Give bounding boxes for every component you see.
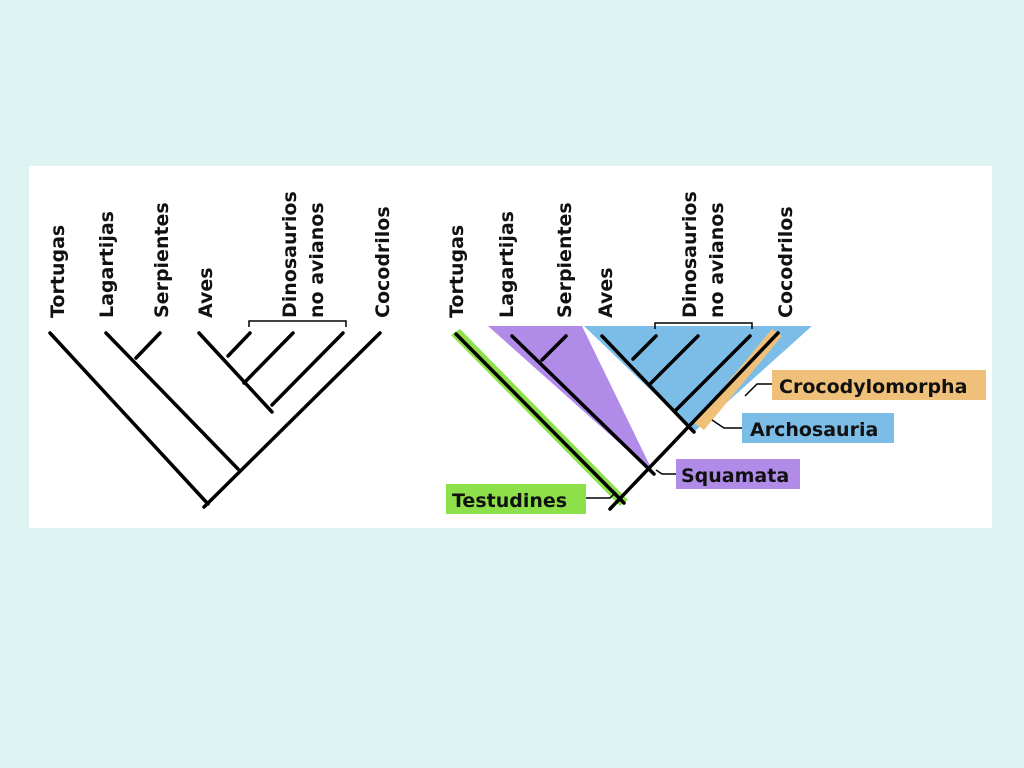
right-cladogram: Tortugas Lagartijas Serpientes Aves Dino… — [446, 191, 986, 514]
right-branch-serpientes — [540, 334, 568, 362]
left-taxon-lagartijas: Lagartijas — [96, 211, 118, 318]
left-branch-tortugas — [48, 331, 210, 506]
left-branch-cocodrilos — [202, 331, 382, 509]
squamata-label: Squamata — [681, 465, 789, 487]
crocodylomorpha-label: Crocodylomorpha — [779, 376, 967, 398]
right-taxon-cocodrilos: Cocodrilos — [775, 206, 797, 318]
archosauria-label-box — [742, 413, 894, 443]
crocodylomorpha-connector — [744, 383, 772, 397]
right-dinosaur-bracket — [654, 322, 753, 329]
testudines-label-box — [446, 484, 586, 514]
left-taxon-cocodrilos: Cocodrilos — [372, 206, 394, 318]
right-branch-tortugas — [454, 332, 626, 505]
left-taxon-aves: Aves — [195, 267, 217, 318]
squamata-highlight — [488, 326, 654, 474]
right-taxon-serpientes: Serpientes — [554, 202, 576, 318]
right-taxon-dinosaurios-line1: Dinosaurios — [679, 191, 701, 318]
left-dinosaur-bracket — [248, 320, 347, 327]
testudines-connector — [586, 491, 617, 499]
right-taxon-dinosaurios-line2: no avianos — [706, 202, 728, 318]
right-branch-lagartijas — [510, 334, 656, 476]
left-branch-aves — [197, 331, 274, 414]
figure-panel — [29, 166, 992, 528]
left-taxon-dinosaurios-line1: Dinosaurios — [279, 191, 301, 318]
left-taxon-serpientes: Serpientes — [151, 202, 173, 318]
crocodylomorpha-label-box — [772, 370, 986, 400]
squamata-connector — [655, 469, 676, 475]
right-branch-dino-3 — [674, 334, 752, 412]
left-branch-serpientes — [134, 331, 162, 360]
left-branch-lagartijas — [104, 331, 240, 471]
right-branch-dino-2 — [647, 334, 700, 387]
left-taxon-dinosaurios-line2: no avianos — [306, 202, 328, 318]
right-taxon-lagartijas: Lagartijas — [496, 211, 518, 318]
right-branch-dino-1 — [631, 334, 658, 361]
archosauria-label: Archosauria — [750, 419, 878, 441]
right-branch-cocodrilos — [608, 331, 780, 511]
right-taxon-aves: Aves — [595, 267, 617, 318]
right-taxon-tortugas: Tortugas — [446, 225, 468, 318]
left-branch-dino-2 — [242, 331, 295, 385]
squamata-label-box — [676, 459, 800, 489]
left-cladogram: Tortugas Lagartijas Serpientes Aves Dino… — [47, 191, 394, 509]
left-branch-dino-3 — [270, 331, 345, 407]
left-branch-dino-1 — [226, 331, 252, 358]
archosauria-connector — [711, 419, 742, 429]
left-taxon-tortugas: Tortugas — [47, 225, 69, 318]
testudines-label: Testudines — [452, 490, 567, 512]
